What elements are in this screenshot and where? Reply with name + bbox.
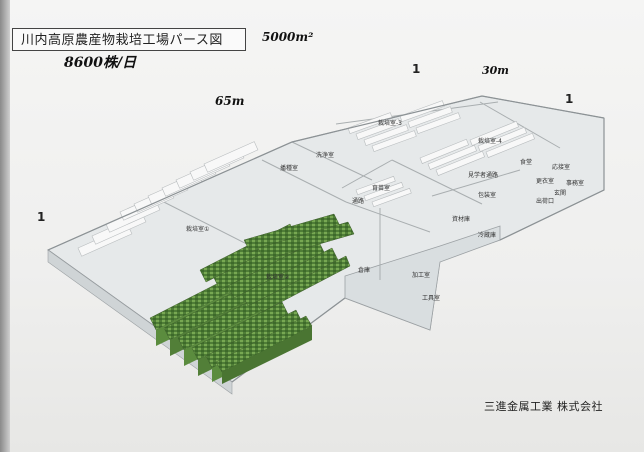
company-name: 三進金属工業 株式会社 (484, 400, 603, 413)
cultivation-4-racks (419, 120, 535, 176)
room-label-seedling: 育苗室 (372, 185, 391, 192)
dimension-mark: 1 (37, 210, 46, 224)
room-label-warehouse: 倉庫 (358, 267, 371, 274)
diagram-title: 川内高原農産物栽培工場パース図 (12, 28, 246, 51)
room-label-entrance: 玄関 (554, 190, 567, 197)
room-label-processing: 加工室 (412, 272, 431, 279)
room-label-cultivation-2: 栽培室② (266, 274, 290, 281)
room-label-changing: 更衣室 (536, 178, 555, 185)
cultivation-2-green-racks (149, 213, 355, 384)
outer-wall-right (499, 118, 605, 241)
cultivation-1-racks (77, 141, 259, 257)
room-label-visitor-passage: 見学者通路 (468, 172, 499, 179)
room-label-cultivation-1: 栽培室① (186, 226, 210, 233)
room-label-cultivation-3: 栽培室-3 (378, 120, 402, 127)
room-label-cafeteria: 食堂 (520, 159, 533, 166)
handwritten-area: 5000m² (262, 30, 314, 44)
room-label-shipping-exit: 出荷口 (536, 198, 555, 205)
room-label-office: 事務室 (566, 180, 585, 187)
interior-walls (149, 101, 561, 280)
outer-wall-back (47, 95, 605, 251)
handwritten-length: 65m (215, 94, 245, 108)
seedling-racks (355, 175, 412, 208)
room-label-packing: 包装室 (478, 192, 497, 199)
room-label-sowing: 播種室 (280, 165, 299, 172)
dimension-mark: 1 (412, 62, 421, 76)
room-label-passage: 通路 (352, 198, 365, 205)
room-label-refrigerator: 冷蔵庫 (478, 232, 497, 239)
room-label-washing: 洗浄室 (316, 152, 335, 159)
cultivation-3-racks (347, 100, 461, 153)
handwritten-production: 8600株/日 (64, 55, 137, 71)
room-label-materials: 資材庫 (452, 216, 471, 223)
processing-block (344, 225, 501, 331)
handwritten-width: 30m (482, 64, 509, 77)
room-label-tools: 工具室 (422, 295, 441, 302)
dimension-mark: 1 (565, 92, 574, 106)
photo-edge (0, 0, 10, 452)
room-label-cultivation-4: 栽培室-4 (478, 138, 502, 145)
room-label-reception: 応接室 (552, 164, 571, 171)
